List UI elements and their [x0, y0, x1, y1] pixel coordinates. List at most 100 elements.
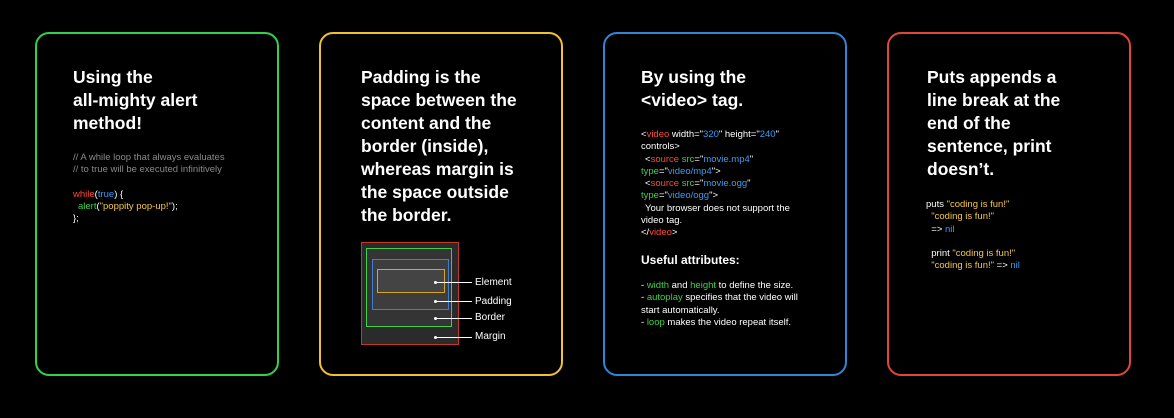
title-line: By using the: [641, 67, 747, 87]
attr-value: 320: [703, 129, 719, 140]
punct: <: [645, 178, 651, 190]
code-line: controls>: [641, 141, 680, 153]
attr: src: [679, 153, 695, 165]
code-line: type="video/mp4">: [641, 166, 790, 178]
card-title: Padding is the space between the content…: [361, 66, 517, 227]
tag-name: source: [650, 178, 680, 190]
list-item: - autoplay specifies that the video will: [641, 292, 798, 304]
text: makes the video repeat itself.: [664, 316, 791, 328]
arrow: =>: [926, 223, 946, 235]
attr-keyword: autoplay: [646, 292, 683, 304]
arrow: =>: [994, 260, 1011, 272]
title-line: all-mighty alert: [73, 90, 198, 110]
pointer-dot: [434, 336, 437, 339]
punct: (: [96, 200, 100, 212]
title-line: line break at the: [927, 90, 1061, 110]
title-line: Using the: [73, 67, 153, 87]
attr-value: video/mp4: [667, 165, 712, 177]
tag-name: video: [646, 129, 670, 140]
code-output: "coding is fun!": [926, 260, 995, 272]
attr: type: [641, 165, 659, 177]
list-item-continued: start automatically.: [641, 304, 720, 316]
string-literal: "coding is fun!": [946, 199, 1010, 210]
code-line: while(true) {: [73, 189, 225, 201]
card-title: By using the <video> tag.: [641, 66, 746, 112]
code-line: alert("poppity pop-up!");: [73, 201, 225, 213]
card-alert-method: Using the all-mighty alert method! // A …: [35, 32, 279, 376]
code-comment: // A while loop that always evaluates: [73, 152, 225, 163]
attr-keyword: height: [690, 280, 717, 291]
code-line: <video width="320" height="240": [641, 129, 790, 141]
attr: type: [641, 190, 659, 202]
punct: ">: [711, 165, 721, 177]
code-line: "coding is fun!" => nil: [926, 260, 1020, 272]
useful-attributes-heading: Useful attributes:: [641, 253, 740, 267]
bullet: -: [641, 292, 647, 304]
attr-value: 240: [759, 129, 776, 140]
title-line: the border.: [361, 205, 452, 225]
pointer-line: [436, 337, 472, 338]
code-output: "coding is fun!": [926, 211, 995, 223]
nil-value: nil: [945, 223, 955, 235]
text: specifies that the video will: [682, 292, 798, 304]
tag-name: video: [649, 227, 672, 239]
punct: ": [775, 129, 779, 140]
title-line: Puts appends a: [927, 67, 1057, 87]
pointer-line: [436, 301, 472, 302]
text: to define the size.: [716, 280, 794, 291]
punct: =": [658, 190, 668, 202]
code-comment: // to true will be executed infinitively: [73, 164, 222, 176]
title-line: doesn’t.: [927, 159, 995, 179]
card-title: Puts appends a line break at the end of …: [927, 66, 1060, 181]
punct: =": [694, 178, 704, 190]
text: and: [669, 280, 691, 291]
code-block: puts "coding is fun!" "coding is fun!" =…: [926, 199, 1020, 272]
pointer-dot: [434, 300, 437, 303]
code-block: <video width="320" height="240" controls…: [641, 129, 790, 240]
title-line: method!: [73, 113, 143, 133]
attr-keyword: loop: [646, 316, 665, 328]
pointer-dot: [434, 281, 437, 284]
code-line: </video>: [641, 227, 790, 239]
code-line: video tag.: [641, 215, 683, 227]
pointer-dot: [434, 317, 437, 320]
punct: ": [747, 178, 751, 190]
keyword: true: [97, 188, 115, 200]
keyword: puts: [926, 199, 947, 210]
list-item: - width and height to define the size.: [641, 280, 798, 292]
keyword: print: [926, 247, 953, 259]
bullet: -: [641, 280, 647, 291]
punct: <: [641, 129, 647, 140]
code-line: Your browser does not support the: [645, 202, 790, 214]
code-line: <source src="movie.ogg": [641, 178, 790, 190]
function-name: alert: [78, 200, 97, 212]
punct: ": [749, 153, 754, 165]
card-title: Using the all-mighty alert method!: [73, 66, 197, 135]
code-block: // A while loop that always evaluates //…: [73, 152, 225, 225]
card-puts-print: Puts appends a line break at the end of …: [887, 32, 1131, 376]
punct: =": [658, 165, 668, 177]
attr-keyword: width: [646, 280, 669, 291]
attr-value: movie.ogg: [703, 178, 748, 190]
list-item: - loop makes the video repeat itself.: [641, 317, 798, 329]
punct: (: [94, 188, 98, 200]
card-video-tag: By using the <video> tag. <video width="…: [603, 32, 847, 376]
label-element: Element: [475, 277, 512, 288]
bullet: -: [641, 316, 647, 328]
punct: ) {: [114, 188, 124, 200]
title-line: border (inside),: [361, 136, 489, 156]
attributes-list: - width and height to define the size. -…: [641, 280, 798, 329]
attr-value: movie.mp4: [703, 153, 750, 165]
code-line: => nil: [926, 224, 1020, 236]
title-line: end of the: [927, 113, 1011, 133]
punct: );: [171, 200, 178, 212]
attr: width=": [669, 129, 704, 140]
code-line: <source src="movie.mp4": [641, 154, 790, 166]
punct: </: [641, 227, 650, 239]
title-line: the space outside: [361, 182, 509, 202]
punct: >: [671, 227, 678, 239]
string-literal: "poppity pop-up!": [99, 200, 172, 212]
attr: " height=": [718, 129, 760, 140]
title-line: <video> tag.: [641, 90, 744, 110]
title-line: content and the: [361, 113, 492, 133]
